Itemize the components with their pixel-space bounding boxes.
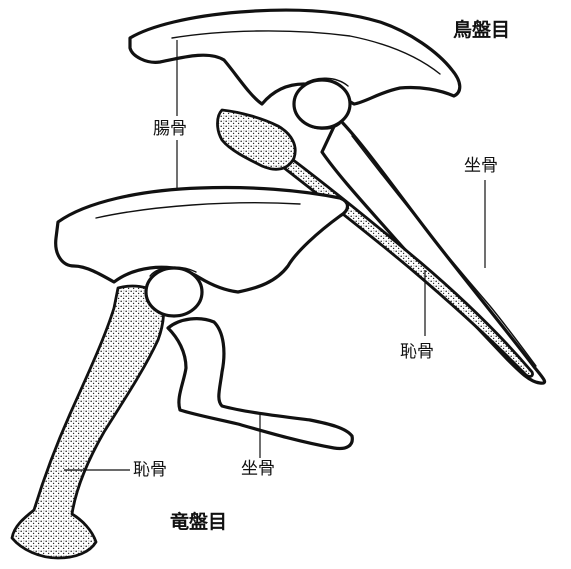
saurischian-ilium	[56, 187, 348, 292]
ornithischian-acetabulum	[294, 80, 350, 128]
ornithischian-prepubis	[218, 110, 296, 169]
saurischian-pelvis	[12, 187, 352, 558]
ornithischian-ilium	[130, 10, 460, 104]
saurischian-pubis-label: 恥骨	[133, 460, 167, 480]
ilium-label: 腸骨	[153, 119, 187, 139]
saurischian-ischium-label: 坐骨	[241, 459, 275, 479]
ornithischian-pubis-label: 恥骨	[400, 342, 434, 362]
saurischian-pubis	[12, 286, 164, 558]
saurischian-acetabulum	[146, 268, 202, 316]
ornithischian-label: 鳥盤目	[453, 18, 510, 41]
ornithischian-ischium-label: 坐骨	[464, 156, 498, 176]
saurischian-label: 竜盤目	[170, 510, 227, 533]
